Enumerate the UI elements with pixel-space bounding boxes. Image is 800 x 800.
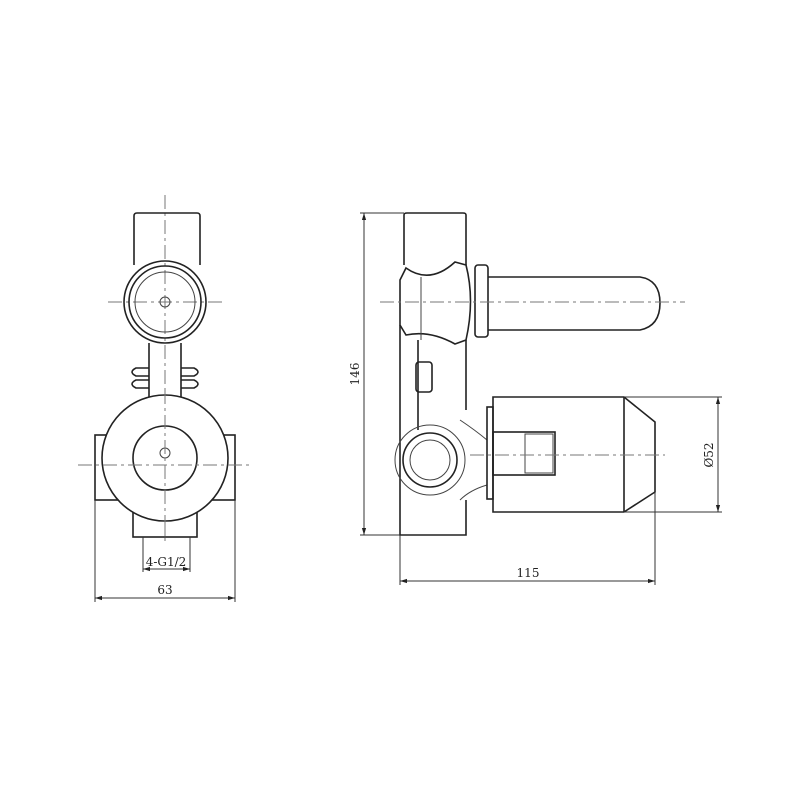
width-label: 63 bbox=[157, 583, 172, 597]
thread-label: 4-G1/2 bbox=[146, 555, 187, 569]
front-view: 4-G1/2 63 bbox=[78, 195, 250, 602]
port-boss bbox=[394, 424, 466, 496]
cartridge bbox=[492, 431, 556, 476]
outlet-inner bbox=[409, 439, 451, 481]
thermostat-flange bbox=[486, 406, 494, 500]
left-clip bbox=[131, 367, 149, 389]
temperature-scale bbox=[524, 433, 554, 474]
upper-ring-inner bbox=[134, 271, 196, 333]
lever-handle bbox=[488, 276, 661, 331]
upper-ring-outer bbox=[123, 260, 207, 344]
height-label: 146 bbox=[348, 363, 362, 386]
body bbox=[399, 325, 467, 536]
right-clip bbox=[181, 367, 199, 389]
top-pipe bbox=[403, 212, 467, 265]
depth-label: 115 bbox=[517, 566, 540, 580]
side-view: 146 115 Ø52 bbox=[348, 212, 722, 585]
upper-ring bbox=[128, 265, 202, 339]
stem bbox=[148, 343, 182, 398]
slot bbox=[415, 361, 433, 393]
handle-collar bbox=[474, 264, 489, 338]
upper-housing bbox=[399, 261, 472, 345]
diameter-label: Ø52 bbox=[702, 442, 716, 467]
top-pipe bbox=[133, 212, 201, 265]
upper-center-hole bbox=[159, 296, 171, 308]
outlet-ring bbox=[402, 432, 458, 488]
fillet bbox=[459, 419, 488, 501]
